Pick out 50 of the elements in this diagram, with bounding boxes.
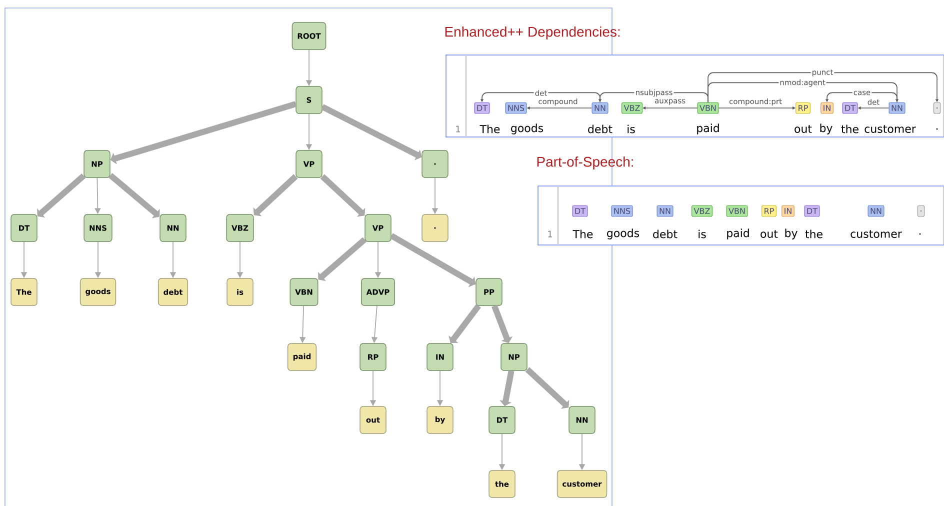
- pos-tag: .: [933, 102, 941, 114]
- pos-tag: IN: [820, 102, 834, 114]
- line-number: 1: [456, 126, 460, 132]
- token-word: the: [805, 230, 822, 238]
- pos-tag: VBZ: [692, 205, 713, 217]
- token-word: debt: [653, 230, 678, 238]
- token-word: The: [572, 230, 593, 238]
- token-word: out: [760, 230, 778, 238]
- token-word: is: [698, 230, 706, 238]
- token-word: by: [820, 124, 832, 134]
- token-word: .: [936, 128, 938, 130]
- pos-tag: RP: [796, 102, 810, 114]
- arrow: [448, 304, 481, 344]
- pos-tag: DT: [474, 102, 490, 114]
- arrow: [37, 173, 86, 218]
- token-word: paid: [727, 228, 749, 240]
- pos-tag: VBZ: [622, 102, 643, 114]
- panel-heading: Enhanced++ Dependencies:: [445, 26, 620, 40]
- pos-tag: IN: [782, 205, 794, 217]
- pos-tag: NN: [656, 205, 674, 217]
- pos-tag: VBN: [726, 205, 748, 217]
- pos-tag: NN: [868, 205, 884, 217]
- arrow: [492, 304, 513, 344]
- panel-heading: Part-of-Speech:: [537, 156, 633, 170]
- pos-tag: NNS: [505, 102, 527, 114]
- token-word: goods: [607, 228, 640, 240]
- pos-tag: NN: [592, 102, 608, 114]
- token-word: out: [794, 125, 812, 133]
- pos-tag: VBN: [697, 102, 719, 114]
- pos-tag: .: [917, 205, 925, 217]
- token-word: customer: [850, 230, 902, 238]
- pos-tag: DT: [804, 205, 820, 217]
- token-word: by: [785, 228, 798, 240]
- pos-tag: NNS: [611, 205, 633, 217]
- pos-tag: DT: [572, 205, 588, 217]
- arrow: [318, 237, 367, 282]
- line-number: 1: [548, 230, 552, 238]
- token-word: debt: [588, 124, 612, 134]
- token-word: goods: [511, 124, 544, 134]
- token-word: is: [628, 124, 635, 134]
- token-word: the: [841, 124, 858, 134]
- token-word: paid: [697, 124, 719, 134]
- pos-tag: DT: [842, 102, 858, 114]
- token-word: customer: [864, 125, 916, 133]
- arrow: [253, 174, 298, 216]
- pos-tag: NN: [888, 102, 906, 114]
- dependency-arc: [708, 72, 939, 103]
- pos-tag: RP: [762, 205, 776, 217]
- token-word: The: [480, 124, 500, 134]
- token-word: .: [919, 233, 921, 235]
